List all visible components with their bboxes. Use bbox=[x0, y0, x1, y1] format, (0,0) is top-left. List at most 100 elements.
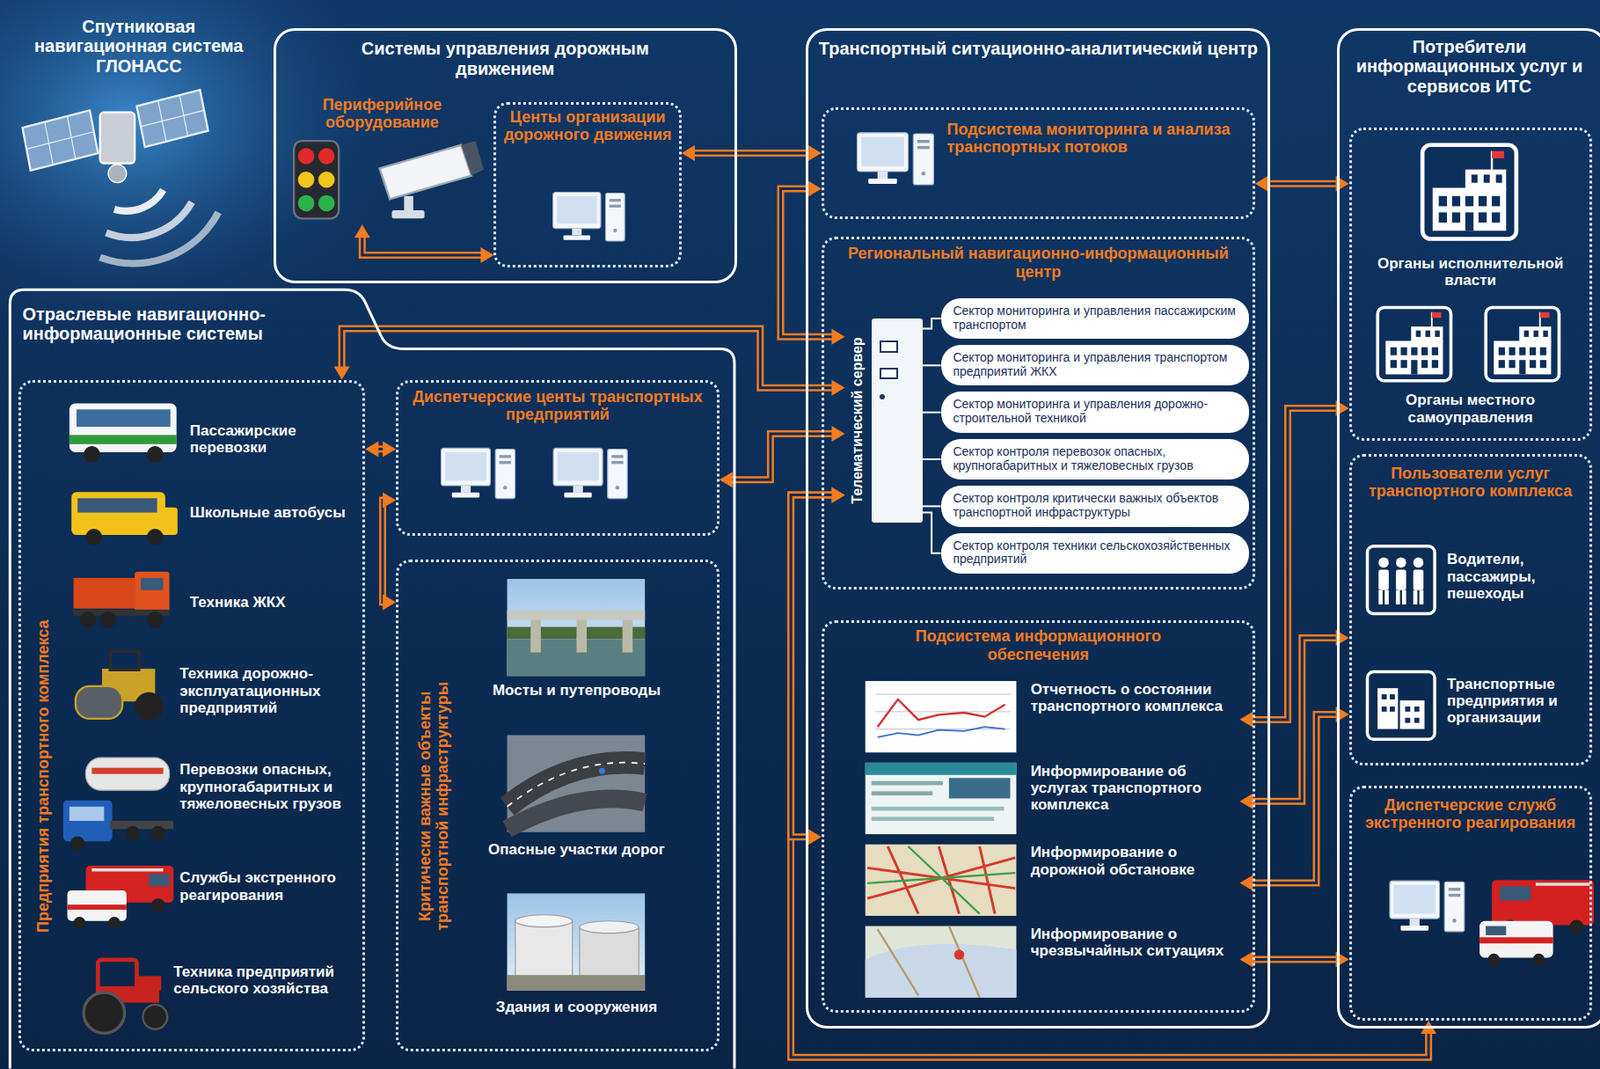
road-roller-icon bbox=[134, 692, 163, 721]
computer-icon bbox=[553, 447, 628, 498]
server-link bbox=[922, 505, 942, 507]
building-icon bbox=[1377, 306, 1451, 380]
emergency-map-thumbnail bbox=[954, 949, 965, 960]
satellite-icon bbox=[108, 164, 127, 183]
arrow-head bbox=[382, 440, 396, 457]
sector-pill: Сектор мониторинга и управления пассажир… bbox=[941, 298, 1250, 339]
connector-arrow bbox=[334, 328, 846, 396]
people-icon bbox=[1367, 546, 1436, 614]
connector-arrow bbox=[1239, 950, 1349, 967]
services-thumbnail bbox=[949, 777, 1011, 798]
buildings-photo bbox=[507, 892, 646, 990]
bridge-photo bbox=[576, 619, 587, 652]
people-icon bbox=[1395, 557, 1407, 569]
connector-line bbox=[342, 328, 834, 388]
consumer-group: Органы исполнительной властиОрганы местн… bbox=[1349, 127, 1593, 441]
bridge-photo bbox=[507, 578, 646, 676]
organization-icon bbox=[1377, 687, 1398, 729]
people-icon bbox=[1395, 569, 1407, 591]
buildings-photo bbox=[515, 914, 573, 928]
satellite-icon bbox=[114, 189, 164, 212]
bridge-photo bbox=[622, 619, 634, 652]
photo-caption: Опасные участки дорог bbox=[479, 840, 673, 858]
photo-caption: Здания и сооружения bbox=[479, 998, 673, 1016]
equipment-group: Периферийное оборудование bbox=[287, 94, 477, 225]
school-bus-icon bbox=[160, 507, 178, 535]
server-slot bbox=[879, 367, 899, 380]
arrow-head bbox=[719, 471, 733, 488]
emergency-vehicles-icon bbox=[73, 916, 87, 929]
sector-label: Сектор мониторинга и управления дорожно-… bbox=[952, 397, 1241, 426]
buildings-photo bbox=[579, 927, 639, 977]
server-link bbox=[922, 318, 942, 329]
arrow-head bbox=[354, 224, 371, 238]
bridge-photo bbox=[530, 619, 541, 652]
services-thumbnail bbox=[871, 816, 994, 821]
school-bus-icon bbox=[71, 491, 166, 535]
satellite-icon bbox=[136, 89, 208, 147]
node-label: Подсистема информационного обеспечения bbox=[882, 627, 1194, 664]
emergency-vehicles-icon bbox=[67, 865, 175, 929]
node-label: Отраслевые навигационно-информационные с… bbox=[22, 304, 329, 344]
connector-arrow bbox=[1239, 706, 1349, 891]
emergency-vehicles-icon bbox=[148, 873, 169, 886]
utility-truck-icon bbox=[140, 577, 164, 591]
fire-trucks-icon bbox=[1487, 953, 1500, 966]
satellite-icon bbox=[26, 131, 95, 150]
buildings-photo bbox=[507, 892, 646, 990]
services-thumbnail bbox=[865, 762, 1017, 834]
school-bus-icon bbox=[146, 528, 164, 546]
server-link bbox=[922, 511, 942, 553]
vehicle-label: Перевозки опасных, крупногабаритных и тя… bbox=[179, 760, 361, 812]
buildings-photo bbox=[579, 920, 639, 934]
arrow-head bbox=[365, 440, 379, 457]
fire-trucks-icon bbox=[1491, 879, 1594, 925]
connector-arrow bbox=[790, 487, 845, 846]
sector-pill: Сектор контроля перевозок опасных, крупн… bbox=[941, 438, 1250, 480]
sector-label: Сектор контроля техники сельскохозяйстве… bbox=[952, 539, 1241, 568]
people-icon bbox=[1367, 546, 1436, 614]
road-roller-icon bbox=[75, 650, 164, 721]
arrow-head bbox=[334, 366, 351, 380]
tractor-icon bbox=[134, 975, 161, 990]
satellite-icon bbox=[100, 112, 135, 164]
sector-label: Сектор мониторинга и управления пассажир… bbox=[952, 304, 1241, 333]
organization-icon bbox=[1367, 672, 1436, 740]
subsystem-box: Региональный навигационно-информационный… bbox=[821, 236, 1256, 590]
node-label: Центы организации дорожного движения bbox=[499, 108, 676, 145]
arrow-head bbox=[681, 145, 695, 161]
utility-truck-icon bbox=[73, 571, 170, 629]
server-link bbox=[922, 459, 942, 461]
camera-icon bbox=[460, 140, 484, 176]
organization-icon bbox=[1381, 706, 1388, 712]
traffic-light-icon bbox=[298, 195, 315, 212]
satellite-icon bbox=[22, 89, 220, 264]
organization-icon bbox=[1404, 717, 1411, 724]
info-item: Информирование о дорожной обстановке bbox=[862, 841, 1240, 919]
bus-icon bbox=[146, 445, 164, 463]
people-icon bbox=[1384, 590, 1389, 605]
subsystem-box: Подсистема информационного обеспеченияОт… bbox=[821, 620, 1256, 1012]
connector-line bbox=[1251, 714, 1338, 883]
fire-trucks-icon bbox=[1532, 953, 1545, 966]
traffic-light-icon bbox=[293, 140, 339, 219]
connector-arrow bbox=[1239, 629, 1349, 810]
tractor-icon bbox=[83, 959, 168, 1034]
utility-truck-icon bbox=[146, 611, 164, 629]
fire-trucks-icon bbox=[1479, 879, 1594, 965]
connector-line bbox=[1251, 637, 1338, 802]
traffic-light-icon bbox=[318, 171, 336, 189]
node-label: Отчетность о состоянии транспортного ком… bbox=[1030, 680, 1238, 715]
people-icon bbox=[1419, 590, 1425, 605]
arrow-head bbox=[1239, 874, 1253, 891]
road-photo bbox=[507, 735, 646, 833]
computer-icon bbox=[553, 191, 626, 241]
node-label: Информирование об услугах транспортного … bbox=[1030, 762, 1238, 814]
emergency-map-thumbnail bbox=[877, 926, 980, 998]
connector-line bbox=[382, 499, 385, 602]
people-icon bbox=[1395, 590, 1401, 605]
camera-icon bbox=[403, 196, 413, 213]
vehicle-label: Пассажирские перевозки bbox=[189, 422, 358, 456]
organization-icon bbox=[1400, 700, 1425, 729]
school-bus-icon bbox=[77, 497, 157, 512]
